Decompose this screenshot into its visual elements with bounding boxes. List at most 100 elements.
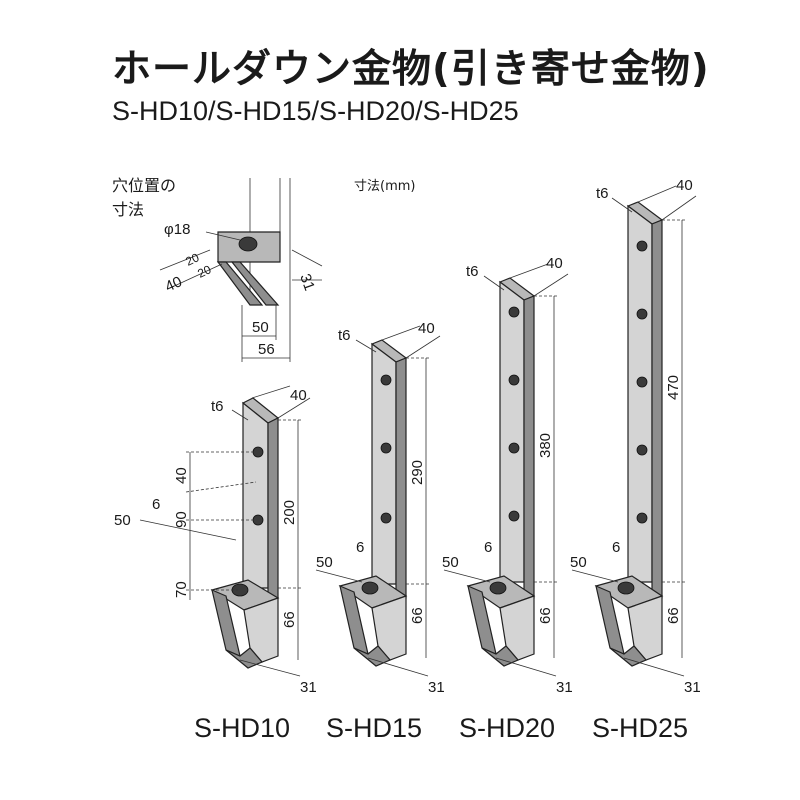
base-bolt-hole bbox=[489, 581, 507, 595]
side-6-label: 6 bbox=[356, 539, 364, 556]
extension-line bbox=[381, 325, 421, 341]
plate-hole bbox=[636, 444, 648, 456]
plate-hole bbox=[380, 374, 392, 386]
product-series: S-HD10/S-HD15/S-HD20/S-HD25 bbox=[112, 96, 519, 126]
extension-line bbox=[405, 335, 441, 359]
product-name-s-hd25: S-HD25 bbox=[592, 713, 688, 743]
extension-line bbox=[251, 385, 291, 399]
plate-hole bbox=[636, 512, 648, 524]
dim-31: 31 bbox=[296, 272, 318, 293]
hole-position-label: 穴位置の 寸法 bbox=[112, 174, 176, 222]
left-40-label: 40 bbox=[173, 467, 190, 484]
bottom-label: 66 bbox=[665, 607, 682, 624]
leader-line bbox=[355, 339, 377, 353]
base-foot bbox=[609, 645, 647, 667]
left-90-label: 90 bbox=[173, 511, 190, 528]
detail-bolt-hole bbox=[238, 236, 258, 252]
hole-position-label-line2: 寸法 bbox=[112, 200, 145, 219]
plate-side-edge bbox=[523, 295, 535, 601]
extension-line bbox=[533, 273, 569, 297]
dim-56: 56 bbox=[258, 341, 275, 358]
base-foot bbox=[225, 647, 263, 669]
foot-label: 31 bbox=[300, 679, 317, 696]
extension-line bbox=[185, 481, 257, 493]
leader-line bbox=[231, 409, 249, 421]
side-50-label: 50 bbox=[114, 512, 131, 529]
hole-detail: φ18 20 20 40 31 50 56 bbox=[159, 178, 323, 362]
dimension-line bbox=[291, 249, 323, 267]
dimension-line bbox=[443, 569, 491, 583]
width-label: 40 bbox=[290, 387, 307, 404]
bottom-label: 66 bbox=[281, 611, 298, 628]
side-50-label: 50 bbox=[570, 554, 587, 571]
foot-label: 31 bbox=[556, 679, 573, 696]
plate-side-edge bbox=[267, 417, 279, 601]
bottom-label: 66 bbox=[409, 607, 426, 624]
plate-face bbox=[499, 280, 525, 583]
unit-label: 寸法(mm) bbox=[354, 179, 416, 194]
length-label: 380 bbox=[537, 433, 554, 458]
base-foot bbox=[353, 645, 391, 667]
base-foot bbox=[481, 645, 519, 667]
dimension-line bbox=[169, 263, 223, 289]
plate-hole bbox=[508, 306, 520, 318]
length-label: 290 bbox=[409, 460, 426, 485]
side-50-label: 50 bbox=[316, 554, 333, 571]
base-front bbox=[371, 595, 407, 661]
detail-base-wing bbox=[230, 261, 280, 306]
dimension-line bbox=[495, 657, 557, 677]
product-name-s-hd10: S-HD10 bbox=[194, 713, 290, 743]
detail-base-wing bbox=[216, 261, 264, 306]
dimension-line bbox=[159, 249, 211, 271]
plate-face bbox=[627, 204, 653, 583]
dim-20-b: 20 bbox=[195, 262, 213, 280]
foot-label: 31 bbox=[428, 679, 445, 696]
side-50-label: 50 bbox=[442, 554, 459, 571]
length-label: 200 bbox=[281, 500, 298, 525]
extension-line bbox=[637, 185, 677, 203]
base-bolt-hole bbox=[617, 581, 635, 595]
hardware-s-hd25: 40 t6 470 66 31 50 6 bbox=[570, 177, 701, 696]
dim-50: 50 bbox=[252, 319, 269, 336]
leader-line bbox=[483, 275, 505, 291]
hardware-s-hd10: 40 t6 200 66 31 40 90 70 50 6 bbox=[114, 385, 317, 696]
dimension-line bbox=[367, 657, 429, 677]
hole-position-label-line1: 穴位置の bbox=[112, 176, 177, 195]
hardware-s-hd15: 40 t6 290 66 31 50 6 bbox=[315, 320, 445, 696]
side-6-label: 6 bbox=[484, 539, 492, 556]
plate-hole bbox=[508, 442, 520, 454]
product-name-s-hd15: S-HD15 bbox=[326, 713, 422, 743]
thickness-label: t6 bbox=[338, 327, 351, 344]
extension-line bbox=[277, 397, 311, 419]
hardware-s-hd20: 40 t6 380 66 31 50 6 bbox=[442, 255, 573, 696]
side-6-label: 6 bbox=[612, 539, 620, 556]
left-70-label: 70 bbox=[173, 581, 190, 598]
plate-hole bbox=[636, 240, 648, 252]
thickness-label: t6 bbox=[466, 263, 479, 280]
plate-face bbox=[242, 401, 269, 589]
plate-side-edge bbox=[395, 357, 407, 601]
dimension-line bbox=[239, 659, 301, 677]
dim-20-a: 20 bbox=[183, 250, 201, 268]
plate-hole bbox=[380, 512, 392, 524]
leader-line bbox=[205, 231, 241, 241]
plate-hole bbox=[252, 514, 264, 526]
side-6-label: 6 bbox=[152, 496, 160, 513]
plate-hole bbox=[252, 446, 264, 458]
foot-label: 31 bbox=[684, 679, 701, 696]
width-label: 40 bbox=[676, 177, 693, 194]
thickness-label: t6 bbox=[596, 185, 609, 202]
extension-line bbox=[661, 195, 697, 221]
plate-hole bbox=[508, 510, 520, 522]
base-bolt-hole bbox=[361, 581, 379, 595]
leader-line bbox=[611, 197, 633, 213]
base-front bbox=[243, 597, 279, 663]
product-name-s-hd20: S-HD20 bbox=[459, 713, 555, 743]
base-front bbox=[627, 595, 663, 661]
plate-hole bbox=[636, 308, 648, 320]
bottom-label: 66 bbox=[537, 607, 554, 624]
dimension-line bbox=[139, 519, 237, 541]
hole-diameter-label: φ18 bbox=[164, 221, 190, 238]
plate-side-edge bbox=[651, 219, 663, 601]
